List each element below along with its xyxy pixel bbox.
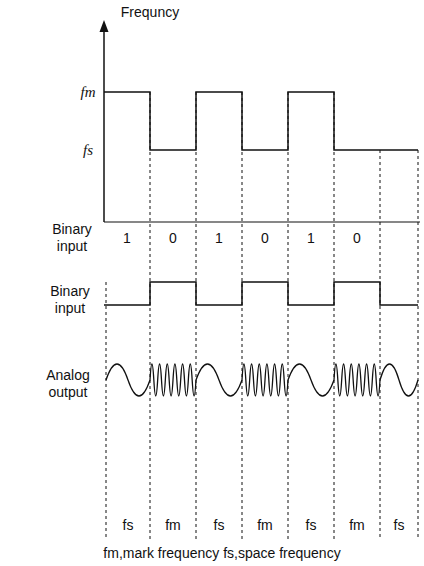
frequency-label: fs [123,517,134,534]
fsk-waveform [106,364,418,396]
bit-value: 1 [307,230,315,247]
frequency-label: fm [349,517,365,534]
dashed-line [288,92,289,540]
level-label: fm [81,83,96,101]
frequency-label: fs [214,517,225,534]
dashed-line [380,150,381,540]
level-label: fs [83,141,93,159]
signal-name: Analog output [39,367,97,401]
bit-boundaries [106,92,418,540]
frequency-label: fm [165,517,181,534]
binary-waveform [104,282,418,305]
dashed-line [106,282,107,540]
bit-value: 1 [123,230,131,247]
bit-value: 0 [353,230,361,247]
signal-name: Binary input [45,221,99,255]
frequency-label: fm [257,517,273,534]
dashed-line [242,92,243,540]
dashed-line [418,150,419,540]
caption: fm,mark frequency fs,space frequency [103,545,340,562]
dashed-line [150,92,151,540]
dashed-line [196,92,197,540]
frequency-label: fs [394,517,405,534]
frequency-label: fs [306,517,317,534]
frequency-axis [103,30,105,222]
signal-name: Binary input [43,283,97,317]
axis-title: Frequncy [121,4,179,21]
frequency-waveform [104,92,418,150]
dashed-line [334,92,335,540]
bit-value: 0 [261,230,269,247]
axis-arrowhead [100,20,109,32]
bit-value: 0 [169,230,177,247]
time-axis [104,221,420,222]
bit-value: 1 [215,230,223,247]
